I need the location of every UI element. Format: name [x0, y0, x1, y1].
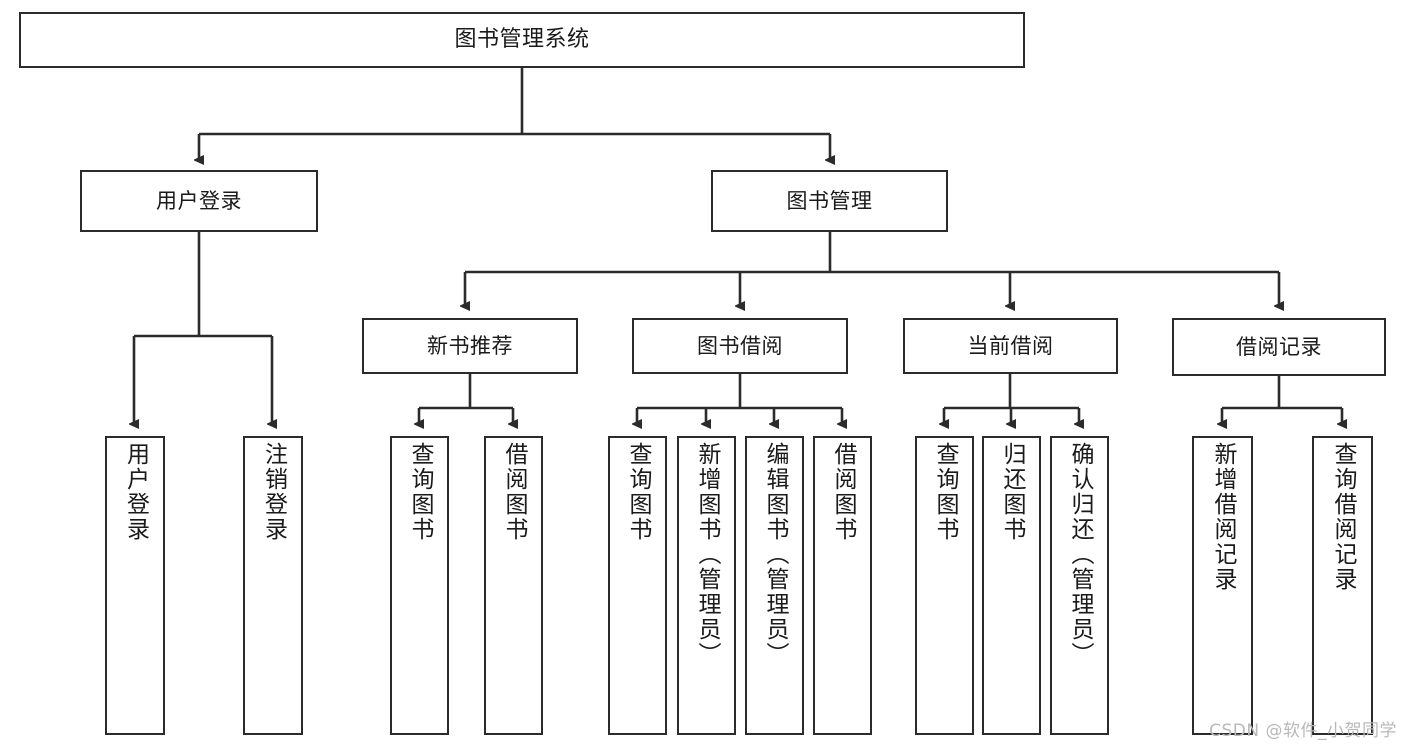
node-current-borrow[interactable]: 当前借阅 — [903, 318, 1118, 374]
leaf-current-query-book[interactable]: 查询图书 — [915, 436, 974, 735]
leaf-new-book-query[interactable]: 查询图书 — [390, 436, 449, 735]
leaf-label: 编辑图书（管理员） — [762, 442, 788, 667]
node-root[interactable]: 图书管理系统 — [19, 12, 1025, 68]
leaf-borrow-add-book-admin[interactable]: 新增图书（管理员） — [677, 436, 736, 735]
leaf-label: 新增图书（管理员） — [694, 442, 720, 667]
leaf-label: 新增借阅记录 — [1210, 442, 1236, 592]
leaf-new-book-borrow[interactable]: 借阅图书 — [484, 436, 543, 735]
leaf-user-login-signout[interactable]: 注销登录 — [243, 436, 303, 735]
leaf-label: 归还图书 — [999, 442, 1025, 542]
leaf-label: 查询图书 — [407, 442, 433, 542]
node-book-borrow-label: 图书借阅 — [697, 333, 783, 358]
leaf-borrow-edit-book-admin[interactable]: 编辑图书（管理员） — [745, 436, 804, 735]
node-new-book-recommend[interactable]: 新书推荐 — [362, 318, 578, 374]
node-book-management[interactable]: 图书管理 — [711, 170, 948, 232]
leaf-current-confirm-return-admin[interactable]: 确认归还（管理员） — [1050, 436, 1109, 735]
leaf-label: 确认归还（管理员） — [1067, 442, 1093, 667]
leaf-user-login-signin[interactable]: 用户登录 — [105, 436, 165, 735]
node-current-borrow-label: 当前借阅 — [967, 333, 1054, 358]
node-book-management-label: 图书管理 — [786, 188, 873, 213]
node-new-book-recommend-label: 新书推荐 — [427, 333, 513, 358]
node-user-login[interactable]: 用户登录 — [80, 170, 318, 232]
leaf-borrow-borrow-book[interactable]: 借阅图书 — [813, 436, 872, 735]
watermark-text: CSDN @软件_小贺同学 — [1209, 721, 1397, 741]
leaf-label: 借阅图书 — [501, 442, 527, 542]
leaf-records-add-record[interactable]: 新增借阅记录 — [1192, 436, 1253, 735]
node-book-borrow[interactable]: 图书借阅 — [632, 318, 848, 374]
leaf-records-query-record[interactable]: 查询借阅记录 — [1312, 436, 1373, 735]
leaf-current-return-book[interactable]: 归还图书 — [982, 436, 1041, 735]
node-borrow-records-label: 借阅记录 — [1236, 334, 1322, 359]
node-borrow-records[interactable]: 借阅记录 — [1172, 318, 1386, 376]
node-root-label: 图书管理系统 — [454, 27, 590, 53]
leaf-label: 借阅图书 — [830, 442, 856, 542]
node-user-login-label: 用户登录 — [156, 188, 242, 213]
leaf-label: 查询借阅记录 — [1330, 442, 1356, 592]
leaf-borrow-query-book[interactable]: 查询图书 — [608, 436, 667, 735]
leaf-label: 查询图书 — [932, 442, 958, 542]
leaf-label: 查询图书 — [625, 442, 651, 542]
leaf-label: 注销登录 — [260, 442, 287, 542]
leaf-label: 用户登录 — [122, 442, 149, 542]
